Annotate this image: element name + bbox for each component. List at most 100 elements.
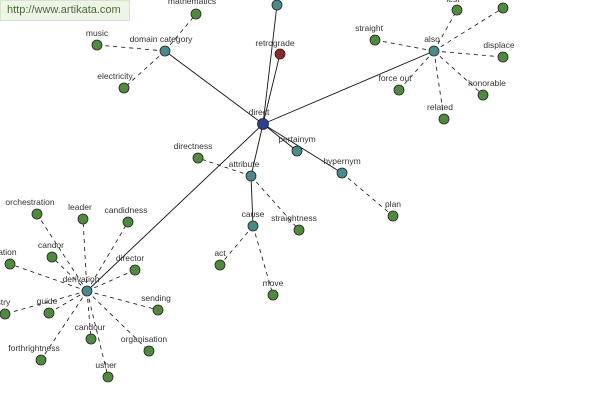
edge-domain-music (96, 44, 166, 52)
node-organisation[interactable] (143, 345, 155, 357)
node-label-also_top1: lest (446, 0, 460, 4)
node-label-organisation: organisation (121, 334, 168, 344)
node-honorable[interactable] (477, 89, 489, 101)
edge-attribute-cause (250, 175, 254, 227)
node-attribute[interactable] (245, 170, 257, 182)
node-label-domain: domain category (130, 34, 194, 44)
node-label-move: move (263, 278, 284, 288)
node-label-derivation: derivation (63, 274, 100, 284)
node-displace[interactable] (497, 51, 509, 63)
node-ancestry[interactable] (0, 308, 11, 320)
node-label-cause: cause (242, 209, 265, 219)
node-mathematics[interactable] (190, 8, 202, 20)
node-pertainym[interactable] (291, 145, 303, 157)
node-top[interactable] (271, 0, 283, 11)
node-also[interactable] (428, 45, 440, 57)
edge-cause-move (252, 225, 274, 296)
edge-direct-retrograde (262, 53, 281, 125)
node-label-candor: candor (38, 240, 64, 250)
node-layer (0, 0, 509, 383)
node-label-electricity: electricity (97, 71, 133, 81)
node-director[interactable] (129, 264, 141, 276)
node-usher[interactable] (102, 371, 114, 383)
node-label-act: act (214, 248, 226, 258)
node-label-guide: guide (37, 296, 58, 306)
node-label-also: also (424, 34, 440, 44)
node-forceout[interactable] (393, 84, 405, 96)
node-label-sending: sending (141, 293, 171, 303)
node-leader[interactable] (77, 213, 89, 225)
label-layer: direct retrograde domain category mathemati… (0, 0, 515, 370)
node-electricity[interactable] (118, 82, 130, 94)
node-candidness[interactable] (122, 216, 134, 228)
node-move[interactable] (267, 289, 279, 301)
edge-derivation-organization (9, 263, 88, 292)
edge-derivation-candor (51, 256, 88, 292)
node-forthrightness[interactable] (35, 354, 47, 366)
node-label-plan: plan (385, 199, 401, 209)
node-sending[interactable] (152, 304, 164, 316)
node-retrograde[interactable] (274, 48, 286, 60)
edge-derivation-candour (86, 290, 92, 340)
url-badge[interactable]: http://www.artikata.com (0, 0, 130, 21)
node-music[interactable] (91, 39, 103, 51)
edge-derivation-forthrightness (40, 290, 88, 361)
node-candour[interactable] (85, 333, 97, 345)
edge-also-related (433, 50, 445, 120)
edge-derivation-candidness (86, 221, 129, 292)
node-related[interactable] (438, 113, 450, 125)
node-label-straight: straight (355, 23, 384, 33)
edge-direct-top (262, 4, 278, 125)
node-label-hypernym: hypernym (323, 156, 360, 166)
edge-cause-act (219, 225, 254, 266)
edge-derivation-usher (86, 290, 109, 378)
edge-direct-pertainym (262, 123, 298, 152)
node-also_top1[interactable] (451, 4, 463, 16)
node-also_top2[interactable] (497, 2, 509, 14)
edge-also-honorable (433, 50, 484, 96)
node-label-retrograde: retrograde (255, 38, 294, 48)
node-derivation[interactable] (81, 285, 93, 297)
edge-direct-derivation (86, 123, 264, 292)
edge-hypernym-plan (341, 172, 394, 217)
node-domain[interactable] (159, 45, 171, 57)
node-direct[interactable] (257, 118, 269, 130)
node-act[interactable] (214, 259, 226, 271)
node-label-honorable: honorable (468, 78, 506, 88)
node-label-ancestry: estry (0, 297, 11, 307)
node-label-direct: direct (249, 107, 270, 117)
node-straight[interactable] (369, 34, 381, 46)
node-label-mathematics: mathematics (168, 0, 216, 6)
edge-direct-attribute (250, 123, 264, 177)
node-cause[interactable] (247, 220, 259, 232)
node-label-candour: candour (75, 322, 106, 332)
edge-layer (4, 4, 504, 378)
node-label-attribute: attribute (229, 159, 260, 169)
node-label-displace: displace (483, 40, 514, 50)
node-label-directness: directness (174, 141, 213, 151)
node-label-related: related (427, 102, 453, 112)
node-label-orchestration: orchestration (5, 197, 54, 207)
node-label-forthrightness: forthrightness (8, 343, 60, 353)
node-label-pertainym: pertainym (278, 134, 315, 144)
edge-also-also_top1 (433, 9, 458, 52)
node-orchestration[interactable] (31, 208, 43, 220)
node-plan[interactable] (387, 210, 399, 222)
edge-also-straight (374, 39, 435, 52)
edge-derivation-organisation (86, 290, 150, 352)
node-candor[interactable] (46, 251, 58, 263)
node-hypernym[interactable] (336, 167, 348, 179)
node-label-straightness: straightness (271, 213, 317, 223)
node-guide[interactable] (43, 307, 55, 319)
node-label-candidness: candidness (104, 205, 147, 215)
edge-direct-hypernym (262, 123, 343, 174)
edge-domain-electricity (123, 50, 166, 89)
node-straightness[interactable] (293, 224, 305, 236)
node-organization[interactable] (4, 258, 16, 270)
node-directness[interactable] (192, 152, 204, 164)
edge-direct-domain (164, 50, 264, 125)
edge-derivation-director (86, 269, 136, 292)
node-label-leader: leader (68, 202, 92, 212)
